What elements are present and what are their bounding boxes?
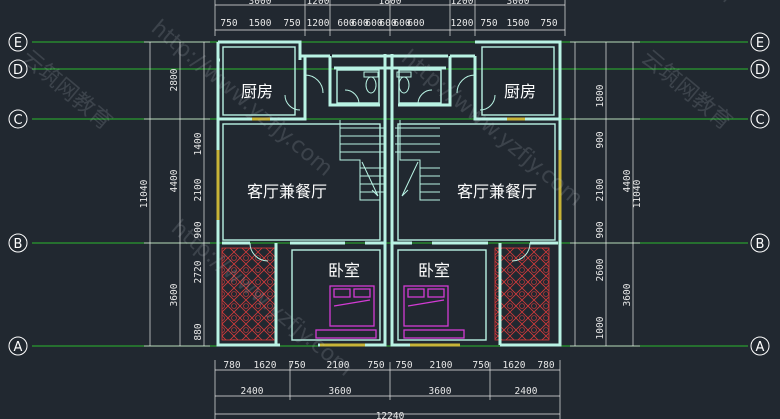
axis-label: D [755,63,765,78]
dim-label: 600 [379,18,396,29]
axis-label: A [756,340,765,355]
dim-label: 1200 [307,0,330,7]
dim-label: 3600 [169,283,180,306]
axis-label: D [13,63,23,78]
dim-label: 750 [367,360,384,371]
windows [216,117,562,347]
dim-label: 880 [193,323,204,340]
room-label-bedroom-left: 卧室 [328,261,360,280]
dim-label: 1620 [254,360,277,371]
room-label-kitchen-left: 厨房 [241,82,273,101]
dim-label: 4400 [622,169,633,192]
dim-label: 3600 [622,283,633,306]
dim-label: 3000 [249,0,272,7]
dim-label: 2100 [430,360,453,371]
dim-label: 1800 [595,84,606,107]
axis-labels-right: E D C B A [755,36,765,355]
axis-label: E [14,36,22,51]
watermark: 云筑网教育 [16,45,116,135]
top-dimensions: 3000 1200 1800 1200 3000 750 1500 750 12… [220,0,557,29]
dim-label: 900 [595,131,606,148]
watermark: http://www.yzfjy.com [146,15,337,181]
dim-label: 3000 [507,0,530,7]
inner-walls [222,46,556,341]
dim-label: 780 [537,360,554,371]
dim-label: 1620 [503,360,526,371]
door-swings [249,74,531,262]
room-label-bedroom-right: 卧室 [418,261,450,280]
axis-label: C [755,113,764,128]
dim-label: 600 [393,18,410,29]
bottom-dimensions: 780 1620 750 2100 750 750 2100 750 1620 … [223,360,554,419]
dim-label: 2600 [595,258,606,281]
axis-label: A [14,340,23,355]
dim-label: 4400 [169,169,180,192]
dim-label: 600 [365,18,382,29]
dim-label: 2100 [327,360,350,371]
dim-label: 750 [472,360,489,371]
dim-label: 600 [351,18,368,29]
dim-label: 600 [407,18,424,29]
dimension-ticks [144,0,640,419]
dim-label: 1200 [451,18,474,29]
room-label-kitchen-right: 厨房 [504,82,536,101]
furniture-beds [315,285,465,339]
dim-label: 3600 [429,386,452,397]
left-dimensions: 11040 2800 4400 3600 1400 2100 900 2720 … [139,68,204,340]
dim-label: 2100 [595,178,606,201]
dim-label: 1800 [379,0,402,7]
sanitary-fixtures [363,71,412,94]
room-label-living-right: 客厅兼餐厅 [457,182,537,201]
dim-label: 12240 [376,411,405,419]
room-label-living-left: 客厅兼餐厅 [247,182,327,201]
dim-label: 900 [193,221,204,238]
dim-label: 1500 [507,18,530,29]
dim-label: 1400 [193,132,204,155]
axis-label: C [13,113,22,128]
axis-label: E [756,36,764,51]
dim-label: 1500 [249,18,272,29]
axis-label: B [756,237,765,252]
dim-label: 900 [595,221,606,238]
dim-label: 750 [480,18,497,29]
balcony-hatch-left [221,247,277,341]
balcony-hatch-right [494,247,550,341]
dim-label: 1200 [451,0,474,7]
dim-label: 750 [288,360,305,371]
dim-label: 11040 [139,179,150,208]
dim-label: 780 [223,360,240,371]
axis-labels-left: E D C B A [13,36,23,355]
dim-label: 750 [395,360,412,371]
watermark: yzfj [708,0,754,5]
dim-label: 2400 [515,386,538,397]
dim-label: 1000 [595,316,606,339]
dim-label: 600 [337,18,354,29]
right-dimensions: 11040 1800 4400 3600 900 2100 900 2600 1… [595,84,643,339]
axis-label: B [14,237,23,252]
dim-label: 2400 [241,386,264,397]
dim-label: 2720 [193,260,204,283]
dim-label: 750 [220,18,237,29]
watermark: 云筑网教育 [636,45,736,135]
dim-label: 11040 [632,179,643,208]
dim-label: 1200 [307,18,330,29]
room-labels: 厨房 厨房 客厅兼餐厅 客厅兼餐厅 卧室 卧室 [241,82,537,280]
dim-label: 750 [283,18,300,29]
staircase [339,120,440,201]
dim-label: 3600 [329,386,352,397]
dim-label: 2100 [193,178,204,201]
dim-label: 750 [540,18,557,29]
axis-bubbles [8,32,770,356]
dim-label: 2800 [169,68,180,91]
